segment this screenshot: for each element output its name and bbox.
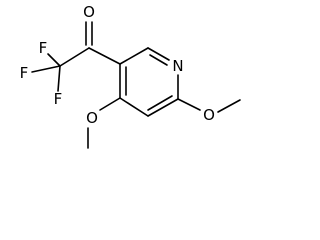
ring-bond-c2-n1-double (147, 47, 170, 61)
carbonyl-to-cf3-bond (59, 47, 90, 67)
carbonyl-oxygen-label: O (83, 3, 95, 21)
fluorine-bottom-label: F (54, 90, 63, 108)
c4-to-methoxy-oxygen-bond (99, 97, 121, 111)
ring-bond-c6-c5 (147, 98, 179, 117)
carbonyl-to-ring-bond (88, 47, 121, 65)
cf3-fluorine-top-bond (47, 53, 61, 67)
chemical-structure-diagram: O F F F N O O (20, 3, 241, 149)
ring-bond-c5-c4 (119, 97, 149, 117)
ring-bond-c2-n1-inner (149, 54, 168, 66)
methoxy-oxygen-6-label: O (203, 106, 215, 124)
cf3-fluorine-bottom-bond (57, 65, 61, 92)
ring-bond-c6-c5-inner (147, 95, 173, 111)
fluorine-top-label: F (39, 39, 48, 57)
cf3-fluorine-left-bond (31, 65, 61, 73)
ring-nitrogen-label: N (172, 57, 183, 75)
c6-to-methoxy-oxygen-bond (177, 98, 201, 111)
methoxy-oxygen-4-label: O (86, 109, 98, 127)
ring-bond-c3-c2 (119, 47, 149, 65)
methoxy-6-methyl-bond (217, 99, 241, 113)
fluorine-left-label: F (20, 64, 29, 82)
